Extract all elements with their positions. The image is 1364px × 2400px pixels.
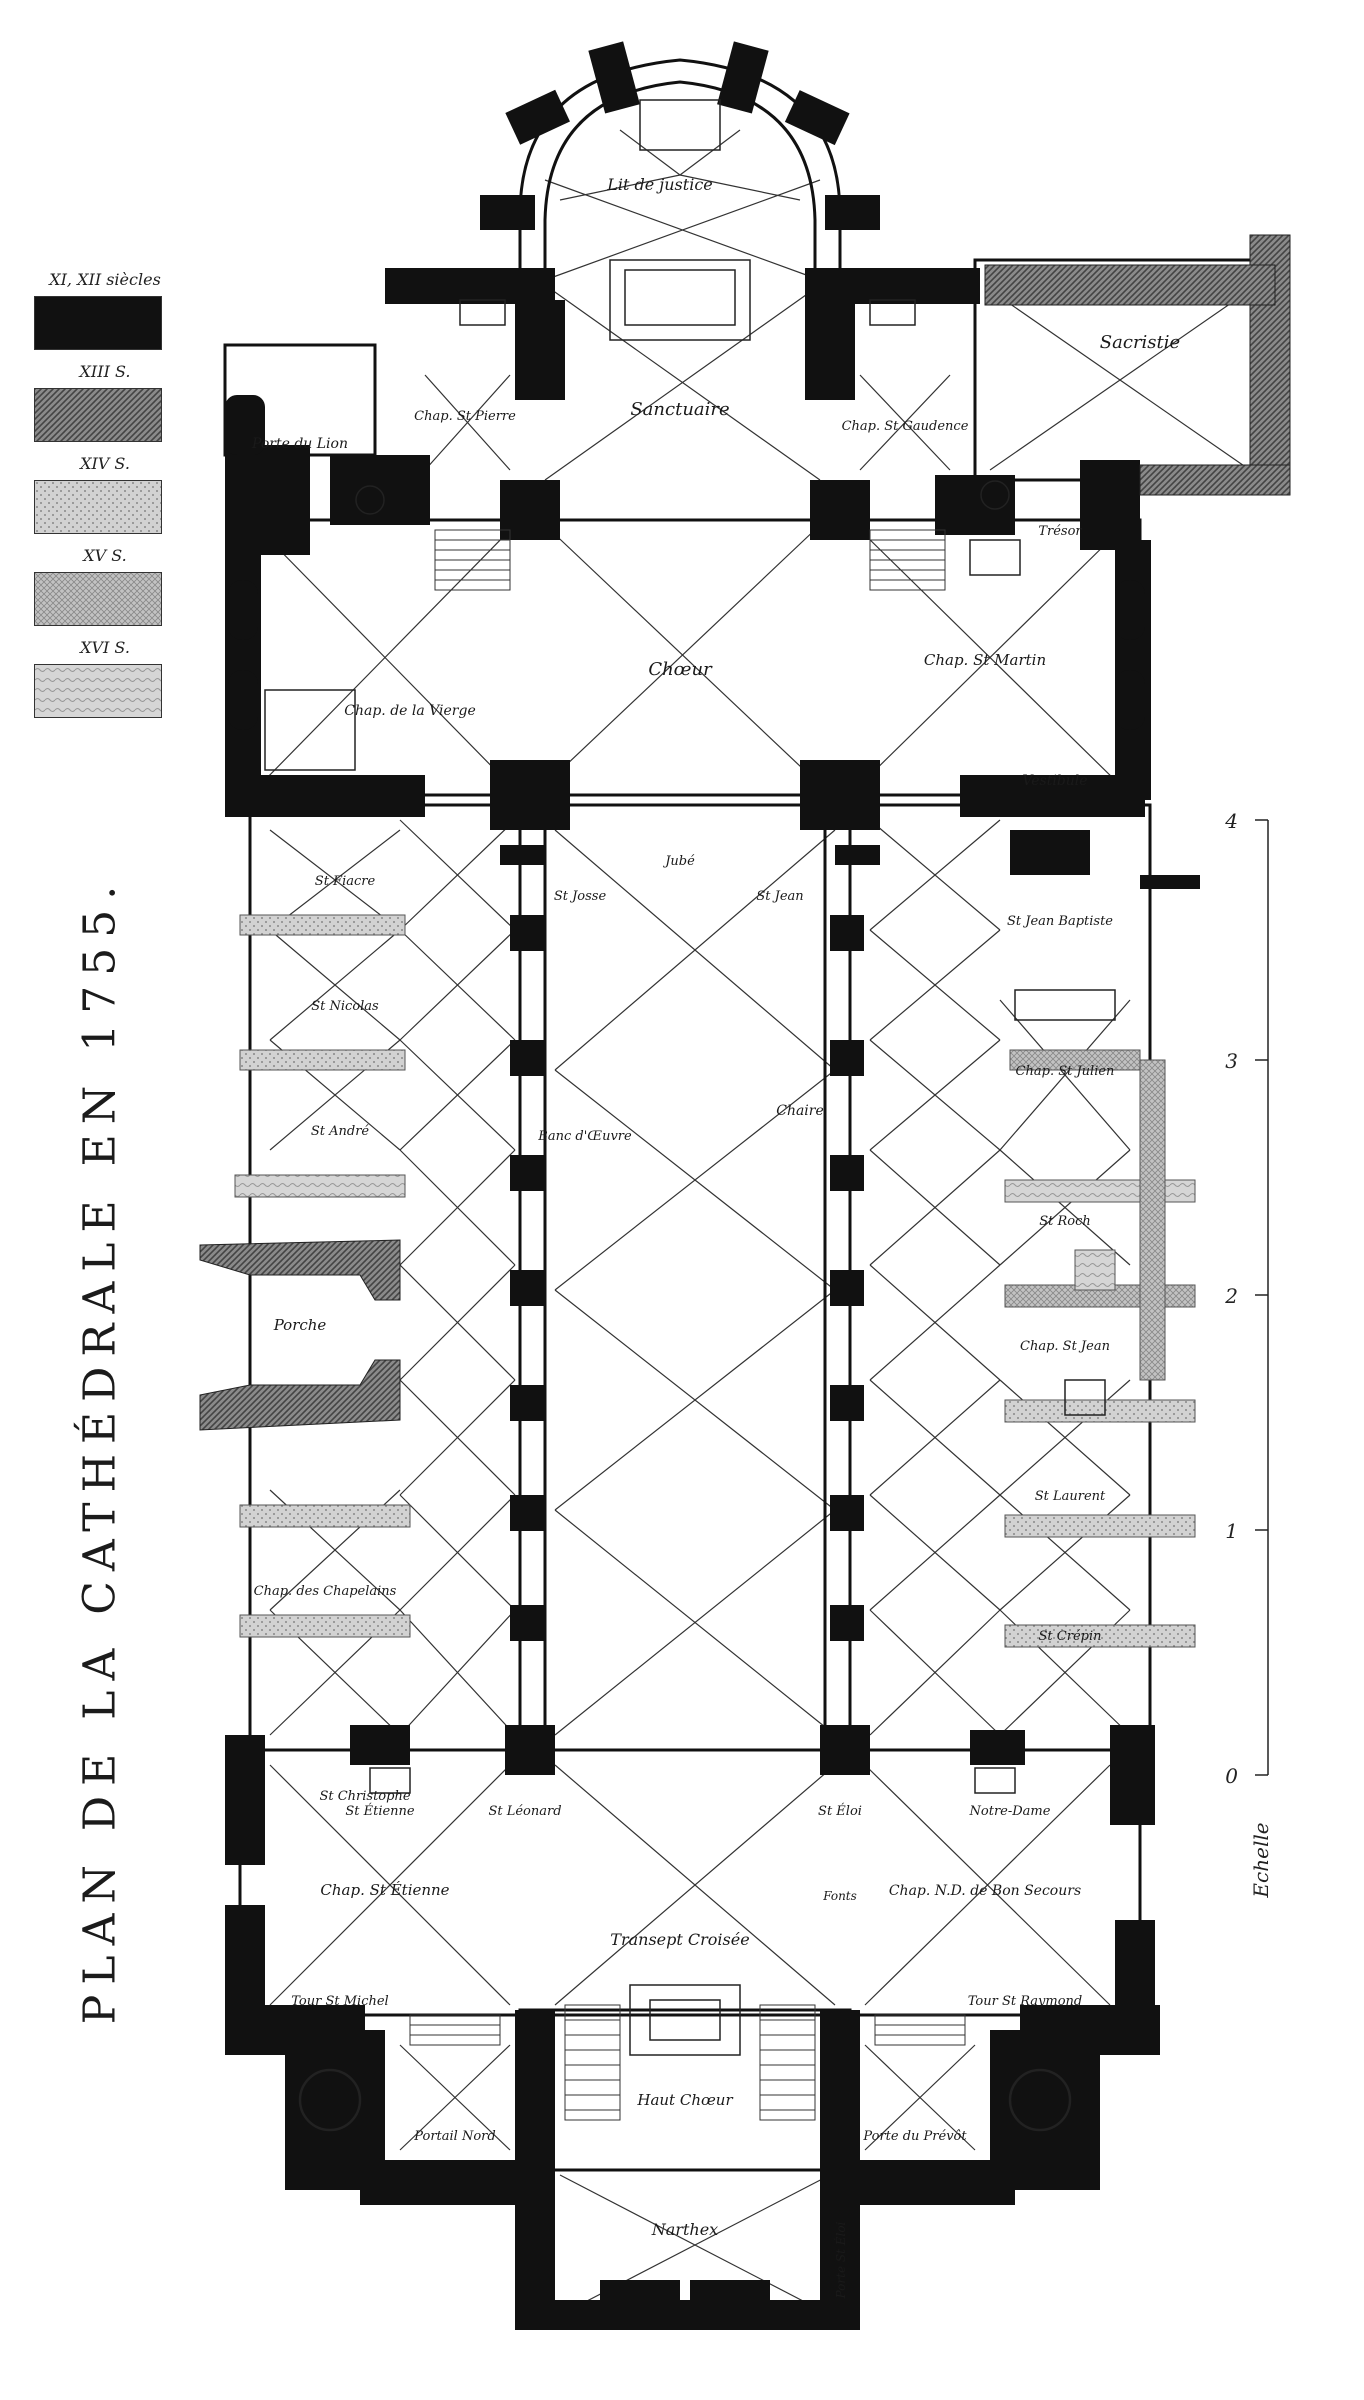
- legend-swatch-xiii: [34, 388, 162, 442]
- label-tour-st-michel: Tour St Michel: [291, 1994, 388, 2009]
- label-choeur: Chœur: [648, 659, 713, 680]
- scale-tick-2: 2: [1224, 1284, 1238, 1308]
- scale-bar: [1255, 819, 1269, 1776]
- legend-swatch-xvi: [34, 664, 162, 718]
- scale-ticks: 4 3 2 1 0: [1224, 809, 1238, 1788]
- label-vestibule: Vestibule: [1022, 773, 1087, 789]
- masonry-xiii: [199, 234, 1291, 1431]
- label-st-roch: St Roch: [1039, 1214, 1091, 1229]
- label-chaire: Chaire: [776, 1103, 824, 1119]
- label-haut-choeur: Haut Chœur: [636, 2091, 733, 2109]
- scale-tick-3: 3: [1225, 1049, 1238, 1073]
- label-transept-croisee: Transept Croisée: [610, 1930, 749, 1949]
- stairs: [409, 529, 966, 2121]
- label-fonts: Fonts: [822, 1889, 857, 1903]
- label-chap-st-gaudence: Chap. St Gaudence: [842, 419, 969, 434]
- label-notre-dame: Notre-Dame: [969, 1804, 1051, 1819]
- label-st-josse: St Josse: [554, 889, 607, 904]
- room-labels: Lit de justice Sanctuaire Sacristie Port…: [251, 175, 1180, 2299]
- label-st-andre: St André: [311, 1124, 370, 1139]
- vault-diagonals: [259, 129, 1251, 2316]
- scale-tick-0: 0: [1225, 1764, 1238, 1788]
- label-chap-st-julien: Chap. St Julien: [1016, 1064, 1115, 1079]
- label-jube: Jubé: [662, 854, 695, 869]
- label-st-christophe: St Christophe: [319, 1789, 410, 1804]
- legend-label: XV S.: [83, 546, 127, 565]
- label-banc-oeuvre: Banc d'Œuvre: [537, 1129, 632, 1144]
- label-st-leonard: St Léonard: [488, 1804, 561, 1819]
- label-porche: Porche: [273, 1316, 327, 1334]
- label-tour-st-raymond: Tour St Raymond: [968, 1994, 1083, 2009]
- label-portail-nord: Portail Nord: [413, 2129, 495, 2144]
- scale-tick-1: 1: [1225, 1519, 1238, 1543]
- label-sanctuaire: Sanctuaire: [630, 399, 729, 420]
- legend-label: XI, XII siècles: [49, 270, 161, 289]
- label-porte-du-lion: Porte du Lion: [251, 436, 348, 452]
- legend-label: XIII S.: [79, 362, 131, 381]
- label-sacristie: Sacristie: [1100, 332, 1180, 353]
- label-chap-des-chapelains: Chap. des Chapelains: [254, 1584, 397, 1599]
- label-lit-de-justice: Lit de justice: [606, 175, 713, 194]
- label-narthex: Narthex: [651, 2220, 718, 2239]
- legend-swatch-xv: [34, 572, 162, 626]
- label-chap-st-martin: Chap. St Martin: [924, 651, 1046, 669]
- label-chap-st-jean: Chap. St Jean: [1020, 1339, 1110, 1354]
- label-tresor: Trésor: [1038, 524, 1082, 539]
- label-porte-st-eloi: Porte St Éloi: [833, 2221, 848, 2299]
- masonry-xi-xii: [225, 41, 1200, 2330]
- masonry-xiv-xvi: [234, 914, 1196, 1648]
- label-chap-de-la-vierge: Chap. de la Vierge: [344, 703, 475, 719]
- legend-swatch-xi-xii: [34, 296, 162, 350]
- label-chap-st-pierre: Chap. St Pierre: [414, 409, 516, 424]
- label-st-nicolas: St Nicolas: [311, 999, 379, 1014]
- label-st-fiacre: St Fiacre: [315, 874, 376, 889]
- label-porte-du-prevot: Porte du Prévôt: [862, 2129, 967, 2144]
- label-st-etienne: St Étienne: [345, 1803, 415, 1819]
- legend-label: XVI S.: [80, 638, 130, 657]
- scale-title: Echelle: [1249, 1822, 1273, 1898]
- legend-label: XIV S.: [80, 454, 130, 473]
- label-st-crepin: St Crépin: [1039, 1629, 1102, 1644]
- label-chap-st-etienne: Chap. St Étienne: [320, 1881, 449, 1899]
- label-st-eloi: St Éloi: [818, 1803, 862, 1819]
- label-st-laurent: St Laurent: [1035, 1489, 1106, 1504]
- label-st-jean: St Jean: [756, 889, 803, 904]
- label-st-jean-baptiste: St Jean Baptiste: [1007, 914, 1113, 929]
- scale-tick-4: 4: [1224, 809, 1238, 833]
- legend-swatch-xiv: [34, 480, 162, 534]
- altars: [264, 99, 1116, 2132]
- label-chap-nd-bon-secours: Chap. N.D. de Bon Secours: [889, 1883, 1081, 1899]
